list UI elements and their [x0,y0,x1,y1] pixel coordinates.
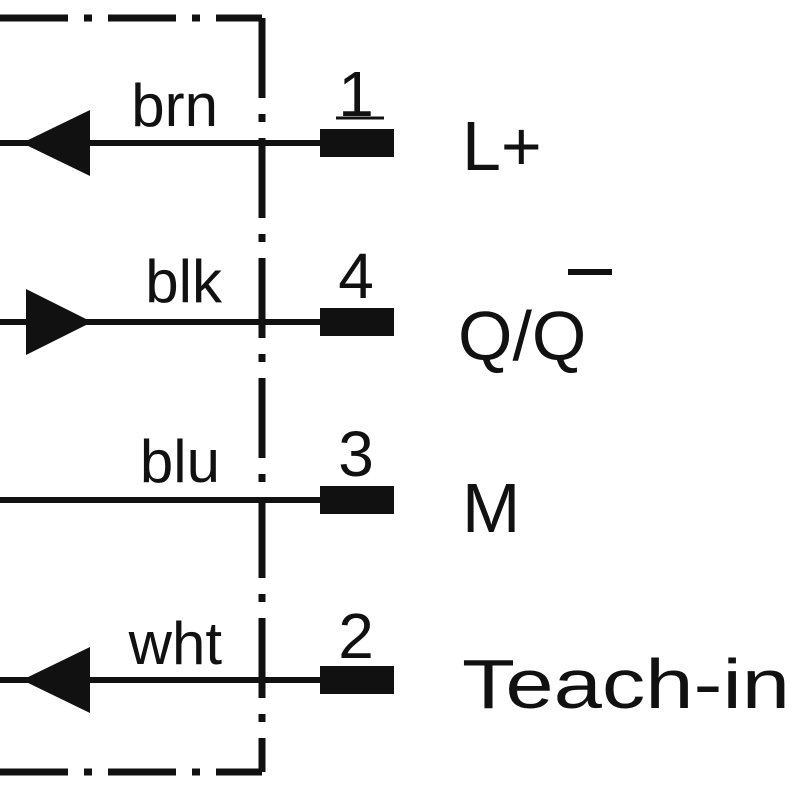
pin-terminal [320,666,394,694]
pin-terminal [320,129,394,157]
wire-row-wht: wht 2 Teach-in [0,600,790,723]
signal-label: Q/Q [458,297,586,375]
arrow-left-icon [22,110,90,176]
wire-color-label: blu [140,428,220,495]
wire-row-blk: blk 4 Q/Q [0,240,612,375]
pin-number-label: 3 [338,418,374,490]
wire-row-blu: blu 3 M [0,418,520,547]
arrow-right-icon [26,289,92,355]
signal-label: M [462,469,520,547]
pin-terminal [320,308,394,336]
wire-color-label: brn [131,72,218,139]
arrow-left-icon [22,647,90,713]
pin-number-label: 4 [338,240,374,312]
pin-number-label: 2 [338,600,374,672]
signal-label: L+ [462,107,542,185]
wire-color-label: blk [145,248,223,315]
pin-terminal [320,486,394,514]
wire-row-brn: brn 1 L+ [0,58,542,185]
wire-color-label: wht [128,610,223,677]
signal-label: Teach-in [462,645,790,723]
